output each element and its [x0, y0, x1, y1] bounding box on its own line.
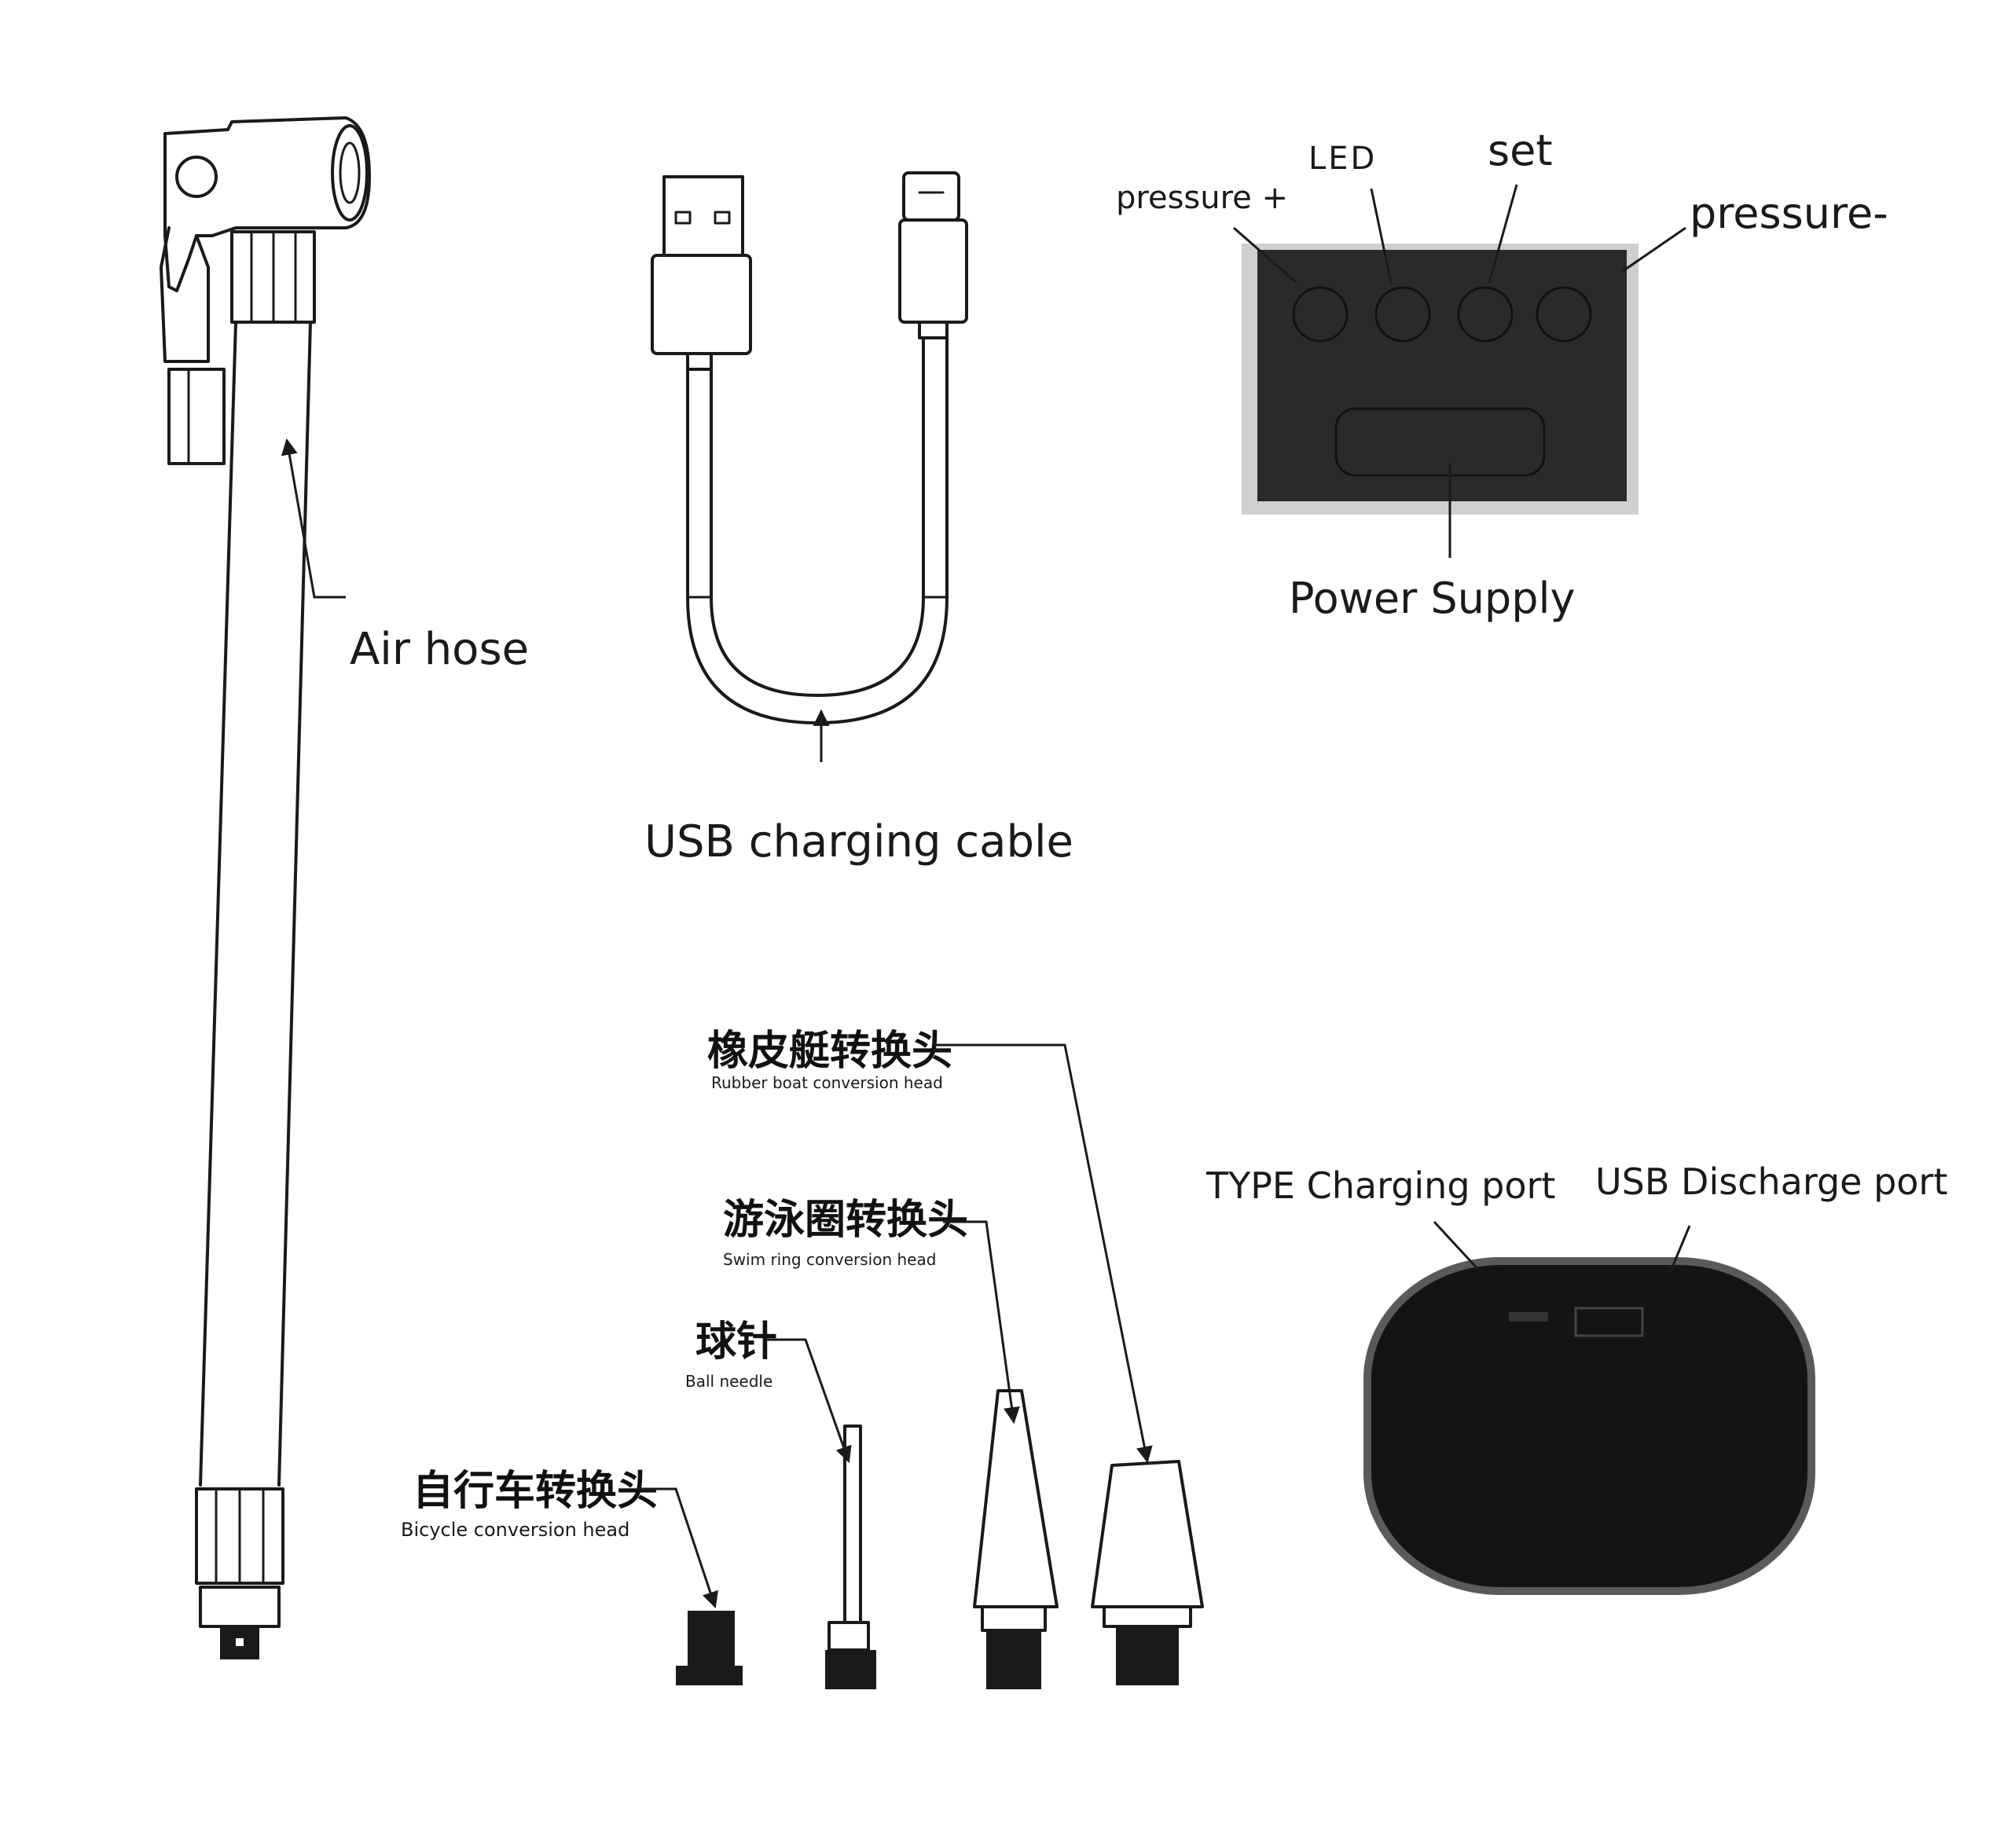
- pressure-plus-label: pressure +: [1116, 180, 1288, 216]
- led-leader: [1370, 188, 1393, 284]
- pressure-plus-button[interactable]: [1292, 286, 1349, 343]
- set-button[interactable]: [1457, 286, 1514, 343]
- swim-ring-adapter: [973, 1389, 1059, 1689]
- swim-ring-cn-label: 游泳圈转换头: [723, 1197, 968, 1244]
- bicycle-cn-label: 自行车转换头: [413, 1468, 658, 1515]
- pump-device-bottom: [1363, 1257, 1815, 1595]
- swim-ring-en-label: Swim ring conversion head: [723, 1250, 936, 1269]
- ball-needle-en-label: Ball needle: [685, 1372, 772, 1391]
- air-hose-leader: [281, 438, 346, 599]
- pressure-minus-leader: [1622, 226, 1686, 273]
- usb-port-label: USB Discharge port: [1595, 1160, 1947, 1203]
- ball-needle-adapter: [825, 1424, 876, 1689]
- bicycle-leader: [637, 1487, 718, 1608]
- type-charging-port[interactable]: [1574, 1307, 1644, 1337]
- usb-port-leader: [1668, 1225, 1691, 1274]
- led-button[interactable]: [1374, 286, 1431, 343]
- air-hose-label: Air hose: [350, 624, 529, 675]
- rubber-boat-adapter: [1091, 1460, 1204, 1685]
- usb-cable-label: USB charging cable: [644, 816, 1073, 867]
- pressure-plus-leader: [1233, 226, 1297, 284]
- usb-discharge-port[interactable]: [1509, 1312, 1548, 1322]
- set-label: set: [1488, 126, 1553, 175]
- power-supply-button[interactable]: [1334, 407, 1546, 477]
- ball-needle-leader: [766, 1338, 852, 1463]
- swim-ring-leader: [943, 1220, 1020, 1424]
- rubber-boat-leader: [935, 1043, 1153, 1464]
- power-supply-label: Power Supply: [1289, 574, 1575, 623]
- pressure-minus-label: pressure-: [1690, 189, 1888, 238]
- rubber-boat-en-label: Rubber boat conversion head: [711, 1073, 943, 1092]
- ball-needle-cn-label: 球针: [695, 1318, 777, 1366]
- set-leader: [1488, 184, 1518, 284]
- control-panel: [1242, 244, 1639, 515]
- type-port-label: TYPE Charging port: [1206, 1164, 1555, 1207]
- type-port-leader: [1433, 1220, 1483, 1274]
- bicycle-adapter: [676, 1611, 743, 1685]
- led-label: LED: [1308, 141, 1377, 177]
- bicycle-en-label: Bicycle conversion head: [401, 1519, 629, 1541]
- pressure-minus-button[interactable]: [1536, 286, 1592, 343]
- air-hose-illustration: [160, 116, 371, 1659]
- rubber-boat-cn-label: 橡皮艇转换头: [707, 1028, 952, 1075]
- usb-cable-illustration: [651, 171, 968, 724]
